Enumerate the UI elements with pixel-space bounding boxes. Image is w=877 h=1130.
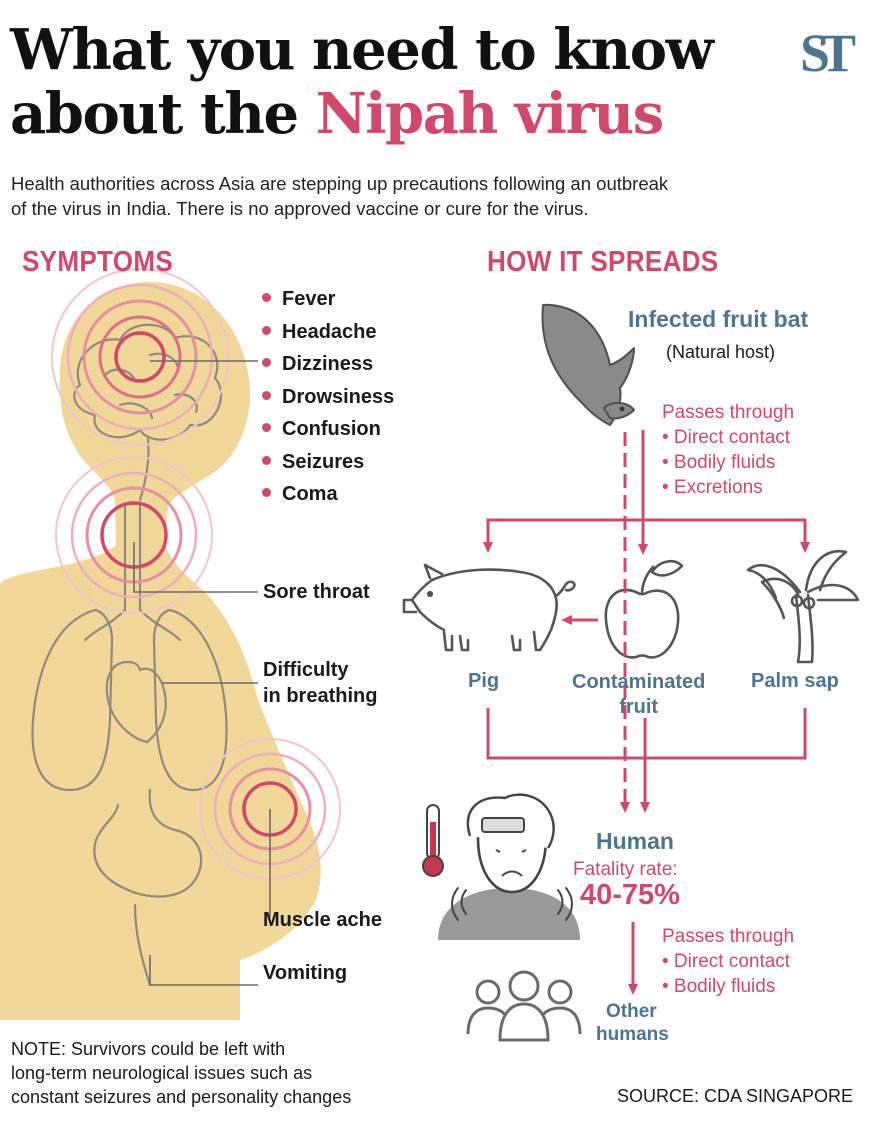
list-item: Headache bbox=[262, 316, 394, 349]
symptom-label: Headache bbox=[282, 320, 377, 343]
passes-title: Passes through bbox=[662, 926, 795, 947]
pig-label: Pig bbox=[468, 670, 500, 692]
list-item: Seizures bbox=[262, 446, 394, 479]
fruit-label-line-2: fruit bbox=[619, 696, 659, 718]
st-logo: ST bbox=[800, 23, 856, 83]
bullet-dot bbox=[262, 423, 271, 432]
bullet-dot bbox=[262, 455, 271, 465]
other-humans-label: Other bbox=[606, 1000, 657, 1023]
note-line-2: long-term neurological issues such as bbox=[11, 1063, 313, 1083]
lungs-icon bbox=[31, 608, 228, 792]
route-item: • Direct contact bbox=[662, 951, 791, 972]
list-item: Confusion bbox=[262, 413, 394, 446]
intro-line-2: of the virus in India. There is no appro… bbox=[11, 198, 589, 219]
pig-icon bbox=[402, 563, 576, 652]
symptom-label: Drowsiness bbox=[282, 385, 395, 408]
apple-icon bbox=[604, 559, 684, 659]
muscle-ache-label: Muscle ache bbox=[263, 909, 382, 931]
bullet-dot bbox=[262, 293, 271, 302]
title-line-2-prefix: about the bbox=[10, 81, 316, 147]
vomiting-label: Vomiting bbox=[263, 962, 348, 984]
palm-sap-label: Palm sap bbox=[751, 670, 839, 692]
human-title: Human bbox=[596, 828, 674, 854]
leader-lines bbox=[133, 360, 271, 986]
palm-tree-icon bbox=[746, 549, 860, 664]
breathing-label-line-2: in breathing bbox=[263, 685, 378, 707]
symptom-label: Coma bbox=[282, 483, 338, 505]
people-group-icon bbox=[466, 970, 582, 1042]
note-line-3: constant seizures and personality change… bbox=[11, 1087, 352, 1107]
intro-text: Health authorities across Asia are stepp… bbox=[11, 171, 871, 221]
bat-title: Infected fruit bat bbox=[628, 306, 809, 332]
title-line-1: What you need to know bbox=[10, 17, 714, 83]
stomach-icon bbox=[93, 788, 203, 987]
sick-person-icon bbox=[438, 793, 580, 940]
spread-flow-lines bbox=[483, 430, 810, 995]
intro-line-1: Health authorities across Asia are stepp… bbox=[11, 173, 669, 194]
list-item: Drowsiness bbox=[262, 381, 394, 414]
head-symptom-list: Fever Headache Dizziness Drowsiness Conf… bbox=[262, 283, 394, 511]
symptom-label: Fever bbox=[282, 288, 336, 310]
note-text: NOTE: Survivors could be left with long-… bbox=[11, 1037, 351, 1109]
list-item: Coma bbox=[262, 478, 394, 511]
fatality-label: Fatality rate: bbox=[573, 859, 678, 880]
fruit-label: Contaminated fruit bbox=[572, 670, 705, 720]
title-accent: Nipah virus bbox=[315, 81, 665, 147]
list-item: Dizziness bbox=[262, 348, 394, 381]
other-humans-line-1: Other bbox=[606, 1001, 657, 1022]
source-credit: SOURCE: CDA SINGAPORE bbox=[617, 1086, 854, 1106]
fruit-bat-icon bbox=[541, 303, 636, 426]
page-title: What you need to know about the Nipah vi… bbox=[10, 17, 714, 147]
fatality-value: 40-75% bbox=[580, 879, 680, 911]
note-line-1: NOTE: Survivors could be left with bbox=[11, 1039, 286, 1059]
other-humans-line-2: humans bbox=[596, 1024, 669, 1045]
route-item: • Bodily fluids bbox=[662, 976, 776, 997]
bullet-dot bbox=[262, 390, 271, 400]
symptom-label: Confusion bbox=[282, 418, 381, 440]
sore-throat-label: Sore throat bbox=[263, 581, 370, 603]
route-item: • Excretions bbox=[662, 477, 763, 498]
bullet-dot bbox=[262, 325, 271, 335]
symptom-label: Seizures bbox=[282, 450, 365, 473]
bat-subtitle: (Natural host) bbox=[666, 342, 776, 362]
bullet-dot bbox=[262, 488, 271, 497]
symptom-label: Dizziness bbox=[282, 353, 374, 375]
route-item: • Direct contact bbox=[662, 427, 791, 448]
human-transmission: Passes through • Direct contact • Bodily… bbox=[662, 924, 794, 999]
fruit-label-line-1: Contaminated bbox=[572, 671, 706, 693]
bullet-dot bbox=[262, 358, 271, 367]
spread-heading: HOW IT SPREADS bbox=[487, 246, 719, 278]
other-humans-label-2: humans bbox=[596, 1023, 669, 1046]
bat-transmission: Passes through • Direct contact • Bodily… bbox=[662, 400, 794, 500]
thermometer-icon bbox=[422, 804, 444, 877]
heart-icon bbox=[105, 660, 167, 744]
list-item: Fever bbox=[262, 283, 394, 316]
brain-icon bbox=[73, 323, 223, 502]
breathing-label-line-1: Difficulty bbox=[263, 659, 349, 681]
passes-title: Passes through bbox=[662, 402, 795, 423]
symptoms-heading: SYMPTOMS bbox=[22, 246, 174, 278]
route-item: • Bodily fluids bbox=[662, 452, 776, 473]
